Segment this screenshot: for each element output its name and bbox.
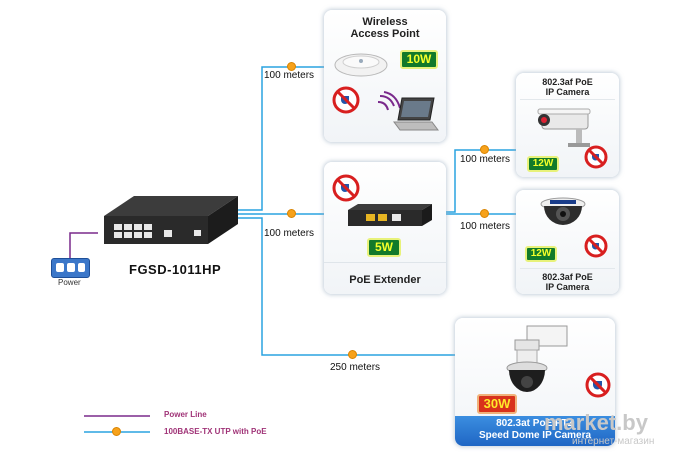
connector-dot-camera1 [480, 145, 489, 154]
link-length-camera2: 100 meters [460, 221, 511, 232]
no-power-icon [585, 372, 611, 398]
camera2-watt-badge: 12W [525, 246, 557, 262]
connector-dot-extender [287, 209, 296, 218]
no-power-icon [584, 234, 608, 258]
extender-title: PoE Extender [349, 274, 421, 286]
utp-line-ptz [238, 217, 458, 356]
wireless-ap-card: Wireless Access Point 10W [324, 10, 446, 142]
link-length-ptz: 250 meters [330, 362, 381, 373]
dome-camera-icon [540, 197, 586, 225]
legend-utp-label: 100BASE-TX UTP with PoE [164, 427, 267, 436]
poe-extender-device-icon [348, 204, 432, 226]
poe-extender-card: 5W PoE Extender [324, 162, 446, 294]
connector-dot-ptz [348, 350, 357, 359]
legend-power-line-label: Power Line [164, 410, 207, 419]
no-power-icon [332, 174, 360, 202]
switch-model-label: FGSD-1011HP [129, 262, 222, 277]
ptz-title-line2: Speed Dome IP Camera [478, 430, 592, 441]
ap-watt-badge: 10W [400, 50, 438, 69]
ptz-watt-badge: 30W [477, 394, 517, 414]
ip-camera-card-1: 802.3af PoE IP Camera 12W [516, 73, 619, 177]
utp-line-ap [238, 66, 324, 211]
laptop-icon [393, 97, 439, 131]
ptz-dome-camera-icon [506, 325, 568, 392]
ptz-title-line1: 802.3at PoE PTZ [496, 418, 574, 429]
bullet-camera-icon [537, 108, 591, 147]
legend-connector-dot [112, 427, 121, 436]
ap-title-line1: Wireless [362, 16, 408, 28]
ip-camera-card-2: 12W 802.3af PoE IP Camera [516, 190, 619, 294]
switch-device-icon [98, 192, 240, 250]
access-point-icon [334, 53, 388, 77]
ap-title-line2: Access Point [350, 28, 420, 40]
watermark-brand: market.by [544, 410, 648, 435]
link-length-extender: 100 meters [264, 228, 315, 239]
power-line [69, 232, 98, 262]
link-length-ap: 100 meters [264, 70, 315, 81]
power-label: Power [58, 278, 81, 287]
wifi-signal-icon [377, 91, 401, 111]
extender-watt-badge: 5W [367, 238, 401, 257]
power-adapter-icon [51, 258, 90, 278]
no-power-icon [584, 145, 608, 169]
no-power-icon [332, 86, 360, 114]
camera1-title-line1: 802.3af PoE [542, 77, 593, 87]
camera2-title-line2: IP Camera [545, 282, 590, 292]
connector-dot-camera2 [480, 209, 489, 218]
ptz-camera-card: 30W 802.3at PoE PTZ Speed Dome IP Camera [455, 318, 615, 446]
watermark-subtitle: интернет-магазин [572, 436, 655, 447]
connector-dot-ap [287, 62, 296, 71]
camera1-watt-badge: 12W [527, 156, 559, 172]
camera1-title-line2: IP Camera [545, 87, 590, 97]
link-length-camera1: 100 meters [460, 154, 511, 165]
camera2-title-line1: 802.3af PoE [542, 272, 593, 282]
